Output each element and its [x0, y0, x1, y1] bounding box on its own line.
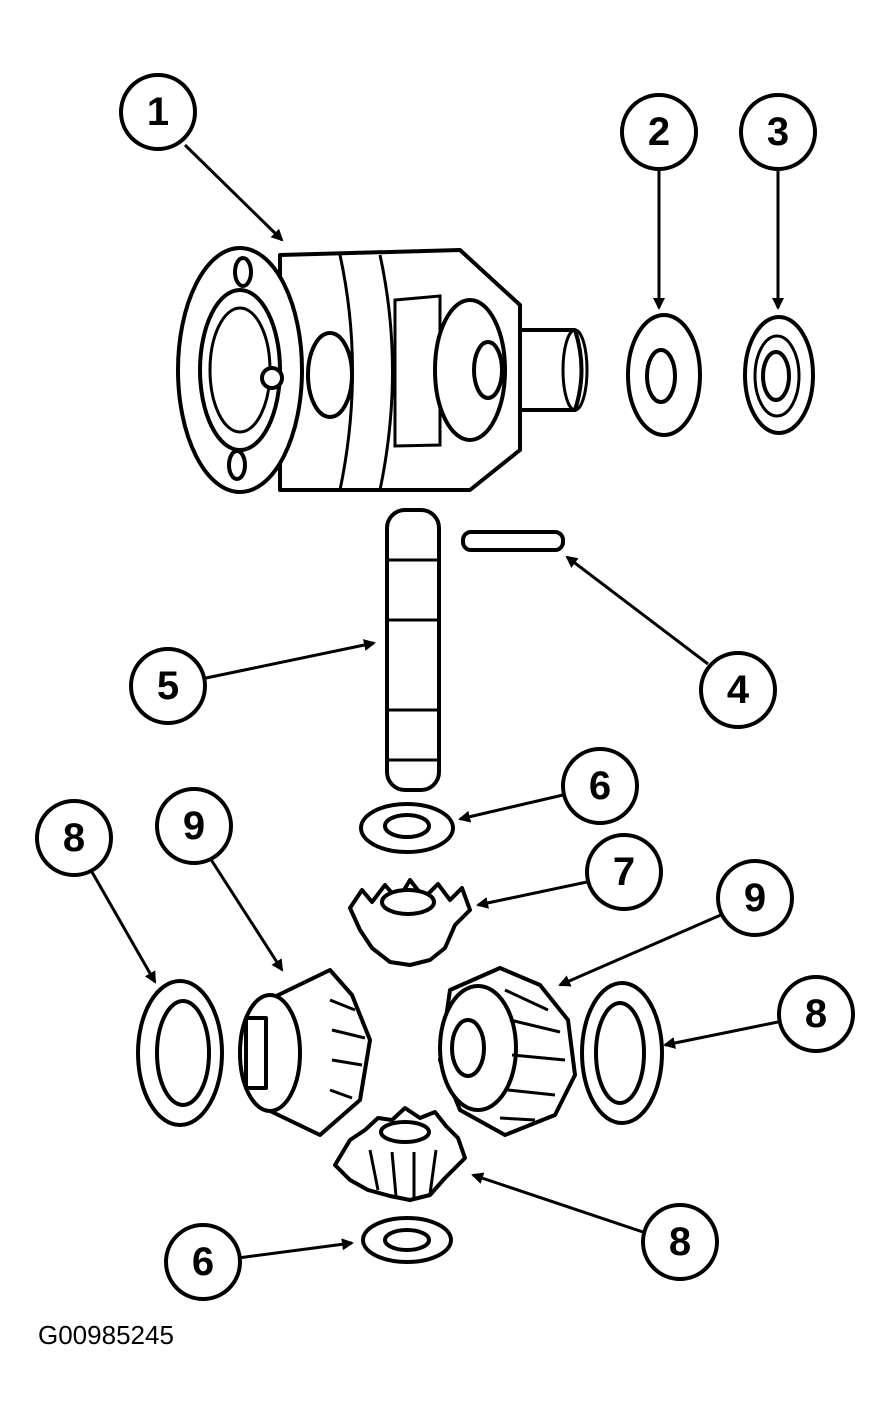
lock-pin [461, 530, 565, 552]
callout-3: 3 [739, 93, 817, 171]
callout-6-lower-label: 6 [192, 1240, 214, 1284]
callout-4: 4 [699, 651, 777, 729]
pinion-shaft [385, 508, 441, 792]
callout-8-right-label: 8 [805, 992, 827, 1036]
callout-9-right: 9 [716, 859, 794, 937]
callout-5: 5 [129, 647, 207, 725]
callout-7-label: 7 [613, 850, 635, 894]
callout-3-label: 3 [767, 110, 789, 154]
callout-6-upper: 6 [561, 747, 639, 825]
callout-7: 7 [585, 833, 663, 911]
callout-9-left: 9 [155, 787, 233, 865]
callout-5-label: 5 [157, 664, 179, 708]
side-gear-thrust-washer-right [580, 981, 664, 1125]
pinion-gear-upper [348, 878, 472, 967]
callout-1-label: 1 [147, 90, 169, 134]
callout-2: 2 [620, 93, 698, 171]
pinion-thrust-washer-upper [359, 802, 455, 854]
thrust-washer [626, 313, 702, 437]
callout-8-left: 8 [35, 799, 113, 877]
leader-arrows [90, 143, 784, 1260]
callout-4-label: 4 [727, 668, 750, 712]
callout-8-right: 8 [777, 975, 855, 1053]
side-gear-thrust-washer-left [136, 979, 224, 1127]
callout-9-left-label: 9 [183, 804, 205, 848]
callout-8-bottom: 8 [641, 1203, 719, 1281]
callout-8-left-label: 8 [63, 816, 85, 860]
callout-8-bottom-label: 8 [669, 1220, 691, 1264]
pinion-thrust-washer-lower [361, 1216, 453, 1264]
pinion-gear-lower [333, 1106, 467, 1202]
callout-6-upper-label: 6 [589, 764, 611, 808]
callout-9-right-label: 9 [744, 876, 766, 920]
callout-1: 1 [119, 73, 197, 151]
callout-6-lower: 6 [164, 1223, 242, 1301]
side-gear-left [238, 968, 372, 1137]
callout-2-label: 2 [648, 110, 670, 154]
side-gear-right [438, 966, 577, 1137]
figure-code: G00985245 [38, 1320, 174, 1350]
bearing-race [743, 315, 815, 435]
differential-case [176, 246, 589, 494]
